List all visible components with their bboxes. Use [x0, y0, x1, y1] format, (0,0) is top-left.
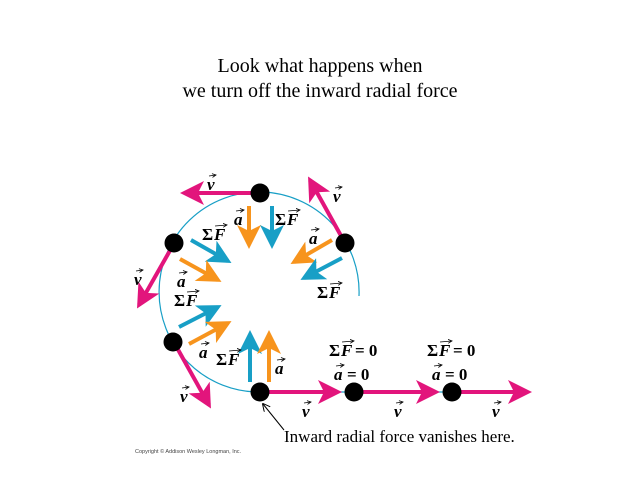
title-line-2: we turn off the inward radial force: [182, 80, 457, 102]
force-arrow: [178, 305, 222, 329]
acceleration-arrow: [290, 238, 334, 265]
velocity-label: v: [333, 187, 341, 206]
vector-arrows: [135, 175, 501, 403]
vector-arrow-icon: [200, 343, 209, 344]
acceleration-symbol: a: [432, 365, 441, 384]
vector-arrow-icon: [433, 365, 442, 366]
ball: [164, 233, 184, 253]
vector-arrow-icon: [439, 341, 452, 342]
acceleration-arrow: [188, 321, 232, 346]
force-symbol: F: [438, 341, 451, 360]
vector-arrow-icon: [334, 187, 342, 188]
force-symbol: F: [286, 210, 299, 229]
acceleration-label: a: [275, 359, 284, 378]
force-symbol: F: [185, 291, 198, 310]
vector-arrow-icon: [395, 402, 403, 403]
force-arrow: [300, 256, 343, 280]
ball: [250, 183, 270, 203]
velocity-arrow: [137, 246, 174, 309]
acceleration-arrow: [179, 257, 222, 282]
velocity-label: v: [134, 270, 142, 289]
force-symbol: F: [227, 350, 240, 369]
vector-arrow-icon: [341, 341, 354, 342]
vector-arrow-icon: [214, 225, 227, 226]
vector-arrow-icon: [287, 210, 300, 211]
vector-arrow-icon: [303, 402, 311, 403]
vector-arrow-icon: [228, 350, 241, 351]
acceleration-label: a: [177, 272, 186, 291]
velocity-arrow: [308, 176, 347, 244]
acceleration-symbol: a: [334, 365, 343, 384]
acceleration-zero-label: a= 0: [334, 365, 369, 384]
force-symbol: F: [213, 225, 226, 244]
vector-arrow-icon: [310, 229, 319, 230]
sigma-symbol: Σ: [202, 225, 213, 244]
sigma-symbol: Σ: [317, 283, 328, 302]
force-symbol: F: [340, 341, 353, 360]
equals-zero: = 0: [445, 365, 467, 384]
velocity-label: v: [492, 402, 500, 421]
caption: Inward radial force vanishes here.: [284, 427, 515, 446]
pointer-arrow: [263, 404, 285, 431]
ball: [442, 382, 462, 402]
velocity-arrow: [174, 345, 211, 409]
vector-arrow-icon: [181, 387, 189, 388]
equals-zero: = 0: [347, 365, 369, 384]
sigma-symbol: Σ: [216, 350, 227, 369]
sigma-symbol: Σ: [329, 341, 340, 360]
ball: [250, 382, 270, 402]
sigma-symbol: Σ: [275, 210, 286, 229]
velocity-label: v: [180, 387, 188, 406]
sigma-symbol: Σ: [427, 341, 438, 360]
acceleration-label: a: [234, 210, 243, 229]
acceleration-label: a: [199, 343, 208, 362]
acceleration-label: a: [309, 229, 318, 248]
copyright: Copyright © Addison Wesley Longman, Inc.: [135, 448, 242, 455]
vector-arrow-icon: [335, 365, 344, 366]
vector-arrow-icon: [208, 175, 216, 176]
ball: [163, 332, 183, 352]
force-symbol: F: [328, 283, 341, 302]
equals-zero: = 0: [355, 341, 377, 360]
sigma-symbol: Σ: [174, 291, 185, 310]
vector-arrow-icon: [186, 291, 199, 292]
equals-zero: = 0: [453, 341, 475, 360]
force-arrow: [190, 238, 232, 263]
vector-arrow-icon: [329, 283, 342, 284]
ball: [335, 233, 355, 253]
acceleration-zero-label: a= 0: [432, 365, 467, 384]
vector-arrow-icon: [135, 270, 143, 271]
velocity-label: v: [394, 402, 402, 421]
velocity-label: v: [302, 402, 310, 421]
title-line-1: Look what happens when: [218, 55, 423, 77]
vector-arrow-icon: [493, 402, 501, 403]
ball: [344, 382, 364, 402]
vector-arrow-icon: [276, 359, 285, 360]
vector-arrow-icon: [235, 210, 244, 211]
velocity-label: v: [207, 175, 215, 194]
vector-arrow-icon: [178, 272, 187, 273]
